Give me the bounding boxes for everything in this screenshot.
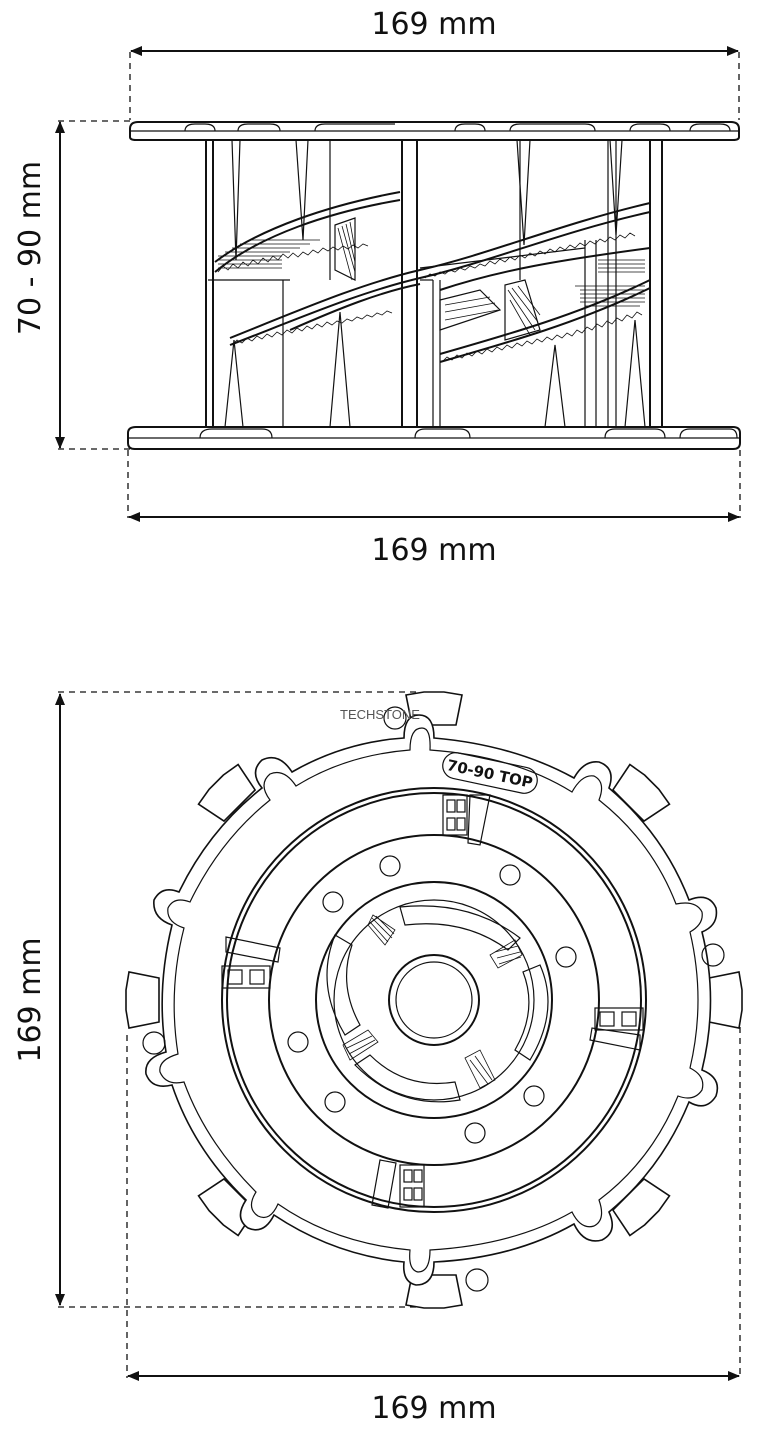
top-width-label: 169 mm bbox=[371, 7, 496, 42]
thread-helix bbox=[214, 191, 651, 363]
top-view-width-dimension: 169 mm bbox=[126, 1005, 741, 1426]
pedestal-top-drawing: 70-90 TOP bbox=[125, 691, 743, 1309]
height-label: 70 - 90 mm bbox=[13, 161, 48, 335]
watermark: TECHSTONE bbox=[340, 707, 420, 722]
pedestal-side-drawing bbox=[127, 121, 741, 450]
top-view-width-label: 169 mm bbox=[371, 1391, 496, 1426]
top-view-height-label: 169 mm bbox=[13, 937, 48, 1062]
side-view: 169 mm 70 - 90 mm 169 mm bbox=[13, 7, 741, 568]
top-view: 169 mm 169 mm bbox=[13, 691, 743, 1426]
bottom-width-label: 169 mm bbox=[371, 533, 496, 568]
bottom-width-dimension: 169 mm bbox=[127, 450, 741, 568]
top-view-height-dimension: 169 mm bbox=[13, 691, 420, 1308]
height-dimension: 70 - 90 mm bbox=[13, 120, 130, 450]
top-width-dimension: 169 mm bbox=[129, 7, 740, 120]
